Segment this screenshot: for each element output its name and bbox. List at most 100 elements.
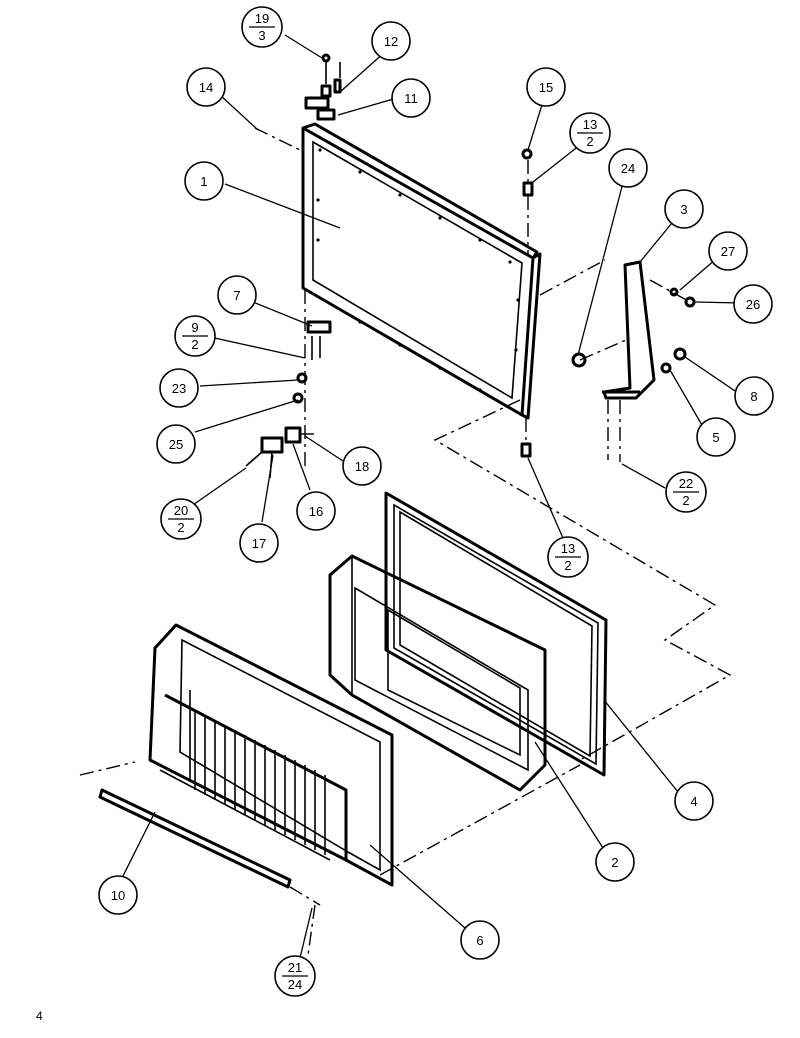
page-number: 4 <box>36 1009 43 1023</box>
callout-circle <box>217 275 257 315</box>
callout-number: 23 <box>172 381 186 396</box>
callout-3: 3 <box>664 189 704 229</box>
callout-circle <box>371 21 411 61</box>
callout-quantity: 2 <box>682 493 689 508</box>
callout-circle <box>98 875 138 915</box>
callout-quantity: 2 <box>564 558 571 573</box>
callout-circle <box>674 781 714 821</box>
callout-number: 1 <box>200 174 207 189</box>
callout-19-3: 193 <box>241 6 283 48</box>
callout-26: 26 <box>733 284 773 324</box>
callout-4: 4 <box>674 781 714 821</box>
callout-12: 12 <box>371 21 411 61</box>
callout-number: 24 <box>621 161 635 176</box>
callout-20-2: 202 <box>160 498 202 540</box>
callout-25: 25 <box>156 424 196 464</box>
callout-11: 11 <box>391 78 431 118</box>
callout-17: 17 <box>239 523 279 563</box>
callout-circle <box>159 368 199 408</box>
trim-strip <box>79 761 321 906</box>
callout-number: 5 <box>712 430 719 445</box>
callout-number: 10 <box>111 888 125 903</box>
callout-22-2: 222 <box>665 471 707 513</box>
wire-shelf-grid <box>159 710 331 861</box>
callout-number: 25 <box>169 437 183 452</box>
callout-quantity: 2 <box>191 337 198 352</box>
callout-number: 3 <box>680 202 687 217</box>
callout-number: 13 <box>561 541 575 556</box>
callout-quantity: 2 <box>586 134 593 149</box>
callout-number: 2 <box>611 855 618 870</box>
callout-5: 5 <box>696 417 736 457</box>
callout-circle <box>734 376 774 416</box>
callout-circle <box>708 231 748 271</box>
callout-circle <box>595 842 635 882</box>
callout-quantity: 3 <box>258 28 265 43</box>
callout-number: 6 <box>476 933 483 948</box>
callout-2: 2 <box>595 842 635 882</box>
callout-circle <box>733 284 773 324</box>
callout-number: 22 <box>679 476 693 491</box>
callout-circle <box>239 523 279 563</box>
callout-number: 11 <box>404 91 418 106</box>
callout-quantity: 24 <box>288 977 302 992</box>
callout-number: 27 <box>721 244 735 259</box>
handle-bracket <box>539 259 696 462</box>
callout-number: 4 <box>690 794 697 809</box>
callout-circle <box>296 491 336 531</box>
hinge-pins <box>520 148 534 458</box>
callout-23: 23 <box>159 368 199 408</box>
callout-6: 6 <box>460 920 500 960</box>
callout-9-2: 92 <box>174 315 216 357</box>
callout-number: 21 <box>288 960 302 975</box>
callout-24: 24 <box>608 148 648 188</box>
door-liner <box>328 554 547 792</box>
callout-number: 14 <box>199 80 213 95</box>
callout-number: 20 <box>174 503 188 518</box>
door-gasket <box>384 491 608 777</box>
callout-circle <box>186 67 226 107</box>
callout-number: 13 <box>583 117 597 132</box>
callout-14: 14 <box>186 67 226 107</box>
callout-number: 16 <box>309 504 323 519</box>
callout-circle <box>460 920 500 960</box>
upper-hinge <box>304 53 342 121</box>
callout-15: 15 <box>526 67 566 107</box>
door-panel <box>301 122 542 420</box>
callout-circle <box>156 424 196 464</box>
callout-13-2: 132 <box>547 536 589 578</box>
assembly-lines <box>307 399 732 956</box>
callout-quantity: 2 <box>177 520 184 535</box>
door-screws <box>316 148 520 392</box>
callout-number: 26 <box>746 297 760 312</box>
callout-8: 8 <box>734 376 774 416</box>
callout-number: 19 <box>255 11 269 26</box>
callout-10: 10 <box>98 875 138 915</box>
callout-16: 16 <box>296 491 336 531</box>
callout-number: 18 <box>355 459 369 474</box>
callout-7: 7 <box>217 275 257 315</box>
callout-circle <box>391 78 431 118</box>
callout-circle <box>184 161 224 201</box>
callout-number: 17 <box>252 536 266 551</box>
callout-number: 15 <box>539 80 553 95</box>
callout-number: 8 <box>750 389 757 404</box>
callout-circle <box>342 446 382 486</box>
callout-1: 1 <box>184 161 224 201</box>
lower-hinge <box>245 290 332 479</box>
callout-circle <box>608 148 648 188</box>
callout-circle <box>696 417 736 457</box>
callout-18: 18 <box>342 446 382 486</box>
callout-number: 12 <box>384 34 398 49</box>
callout-circle <box>526 67 566 107</box>
callout-13-2: 132 <box>569 112 611 154</box>
compartment-liner <box>148 623 394 887</box>
callout-circle <box>664 189 704 229</box>
callout-number: 9 <box>191 320 198 335</box>
callout-27: 27 <box>708 231 748 271</box>
callout-number: 7 <box>233 288 240 303</box>
